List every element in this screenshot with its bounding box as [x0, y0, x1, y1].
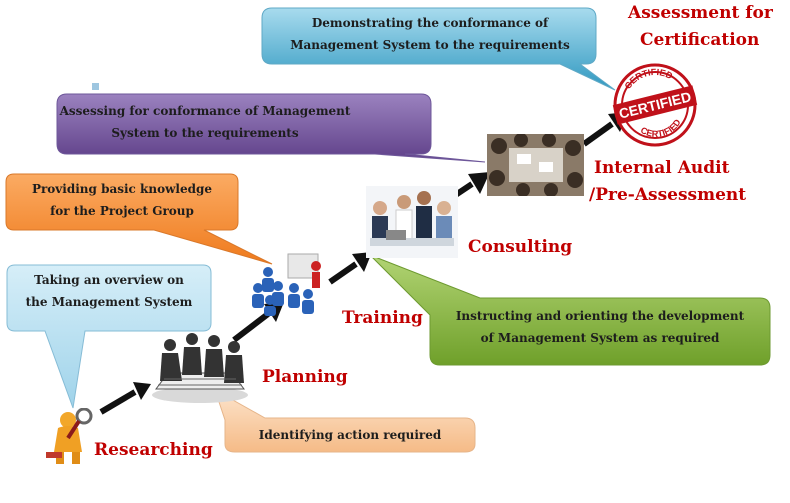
certified-stamp: CERTIFIED CERTIFIED CERTIFIED — [612, 61, 698, 148]
researching-callout-line1: Taking an overview on — [34, 273, 184, 287]
arrow-researching-to-planning — [99, 382, 151, 415]
researching-callout: Taking an overview on the Management Sys… — [5, 263, 215, 413]
internal-audit-callout-line2: System to the requirements — [111, 126, 299, 140]
training-callout: Providing basic knowledge for the Projec… — [4, 172, 273, 267]
stage-label-internal-audit-line2: /Pre-Assessment — [589, 185, 747, 205]
stage-label-assessment-line1: Assessment for — [628, 3, 773, 23]
consulting-callout-line2: of Management System as required — [480, 331, 720, 345]
stage-label-consulting: Consulting — [468, 237, 573, 257]
consulting-callout-line1: Instructing and orienting the developmen… — [455, 309, 745, 323]
audit-meeting-image — [487, 134, 584, 196]
assessment-callout-line1: Demonstrating the conformance of — [311, 16, 549, 30]
stage-label-training: Training — [342, 308, 423, 328]
assessment-callout: Demonstrating the conformance of Managem… — [260, 6, 616, 96]
stage-label-researching: Researching — [94, 440, 213, 460]
planning-team-image — [152, 333, 248, 403]
stage-label-planning: Planning — [262, 367, 348, 387]
researching-callout-line2: the Management System — [25, 295, 193, 309]
planning-callout-line1: Identifying action required — [258, 428, 442, 442]
decorative-square — [92, 83, 99, 90]
planning-callout: Identifying action required — [214, 388, 480, 455]
consulting-meeting-image — [366, 186, 458, 258]
internal-audit-callout: Assessing for conformance of Management … — [55, 92, 486, 172]
training-callout-line1: Providing basic knowledge — [31, 182, 213, 196]
stage-label-internal-audit-line1: Internal Audit — [594, 158, 730, 178]
stage-label-assessment-line2: Certification — [640, 30, 760, 50]
training-callout-line2: for the Project Group — [50, 204, 194, 218]
researcher-icon — [46, 408, 93, 464]
assessment-callout-line2: Management System to the requirements — [290, 38, 570, 52]
consulting-callout: Instructing and orienting the developmen… — [369, 254, 780, 370]
internal-audit-callout-line1: Assessing for conformance of Management — [59, 104, 351, 118]
training-group-image — [252, 253, 321, 316]
